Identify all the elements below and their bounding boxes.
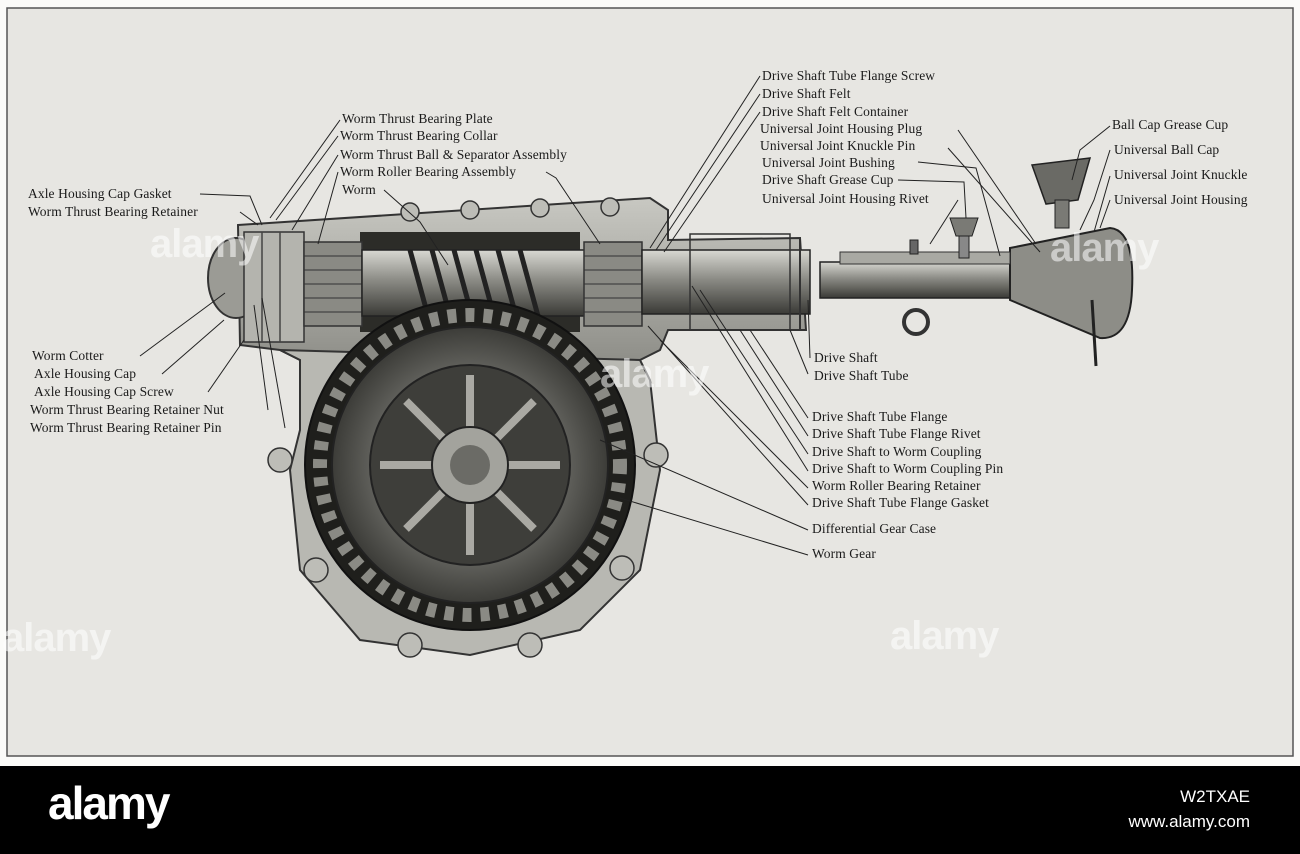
watermark: alamy <box>1050 226 1159 270</box>
watermark: alamy <box>2 616 111 660</box>
watermark: alamy <box>600 352 709 396</box>
watermark: alamy <box>890 614 999 658</box>
leader-lines <box>139 75 1111 556</box>
alamy-logo: alamy <box>48 777 170 829</box>
drive-shaft-section <box>641 233 811 331</box>
worm-roller-bearing-left <box>303 241 363 327</box>
universal-joint-assembly <box>819 157 1134 367</box>
label-worm-thrust-bearing-retainer-nut: Worm Thrust Bearing Retainer Nut <box>30 402 224 417</box>
illustration-plate: Axle Housing Cap Gasket Worm Thrust Bear… <box>0 0 1300 766</box>
label-drive-shaft-tube-flange-rivet: Drive Shaft Tube Flange Rivet <box>812 426 981 441</box>
label-universal-joint-housing: Universal Joint Housing <box>1114 192 1248 207</box>
axle-housing-cap <box>207 231 305 343</box>
label-drive-shaft-tube-flange-screw: Drive Shaft Tube Flange Screw <box>762 68 936 83</box>
label-differential-gear-case: Differential Gear Case <box>812 521 937 536</box>
label-axle-housing-cap-screw: Axle Housing Cap Screw <box>34 384 174 399</box>
site-url: www.alamy.com <box>1128 812 1250 831</box>
label-drive-shaft-felt-container: Drive Shaft Felt Container <box>762 104 909 119</box>
label-worm-thrust-bearing-retainer: Worm Thrust Bearing Retainer <box>28 204 198 219</box>
label-worm: Worm <box>342 182 376 197</box>
label-drive-shaft-to-worm-coupling-pin: Drive Shaft to Worm Coupling Pin <box>812 461 1004 476</box>
label-worm-gear: Worm Gear <box>812 546 876 561</box>
worm-gear <box>304 299 636 631</box>
label-drive-shaft: Drive Shaft <box>814 350 878 365</box>
label-worm-thrust-bearing-collar: Worm Thrust Bearing Collar <box>340 128 498 143</box>
label-worm-roller-bearing-assembly: Worm Roller Bearing Assembly <box>340 164 517 179</box>
label-drive-shaft-tube-flange-gasket: Drive Shaft Tube Flange Gasket <box>812 495 989 510</box>
label-worm-roller-bearing-retainer: Worm Roller Bearing Retainer <box>812 478 981 493</box>
label-drive-shaft-felt: Drive Shaft Felt <box>762 86 851 101</box>
label-universal-joint-housing-plug: Universal Joint Housing Plug <box>760 121 923 136</box>
image-id: W2TXAE <box>1180 787 1250 806</box>
label-drive-shaft-tube-flange: Drive Shaft Tube Flange <box>812 409 948 424</box>
label-worm-thrust-bearing-plate: Worm Thrust Bearing Plate <box>342 111 493 126</box>
watermark: alamy <box>150 222 259 266</box>
stock-footer-bar <box>0 766 1300 854</box>
label-drive-shaft-grease-cup: Drive Shaft Grease Cup <box>762 172 894 187</box>
label-worm-thrust-ball-separator-assembly: Worm Thrust Ball & Separator Assembly <box>340 147 567 162</box>
label-universal-joint-knuckle-pin: Universal Joint Knuckle Pin <box>760 138 916 153</box>
label-axle-housing-cap: Axle Housing Cap <box>34 366 137 381</box>
label-drive-shaft-tube: Drive Shaft Tube <box>814 368 909 383</box>
label-universal-ball-cap: Universal Ball Cap <box>1114 142 1220 157</box>
rear-axle-worm-drive-figure <box>6 7 1294 757</box>
worm-roller-bearing-right <box>583 241 643 327</box>
label-universal-joint-knuckle: Universal Joint Knuckle <box>1114 167 1248 182</box>
label-worm-thrust-bearing-retainer-pin: Worm Thrust Bearing Retainer Pin <box>30 420 222 435</box>
label-universal-joint-housing-rivet: Universal Joint Housing Rivet <box>762 191 929 206</box>
label-worm-cotter: Worm Cotter <box>32 348 104 363</box>
label-drive-shaft-to-worm-coupling: Drive Shaft to Worm Coupling <box>812 444 982 459</box>
label-universal-joint-bushing: Universal Joint Bushing <box>762 155 895 170</box>
label-axle-housing-cap-gasket: Axle Housing Cap Gasket <box>28 186 172 201</box>
label-ball-cap-grease-cup: Ball Cap Grease Cup <box>1112 117 1229 132</box>
